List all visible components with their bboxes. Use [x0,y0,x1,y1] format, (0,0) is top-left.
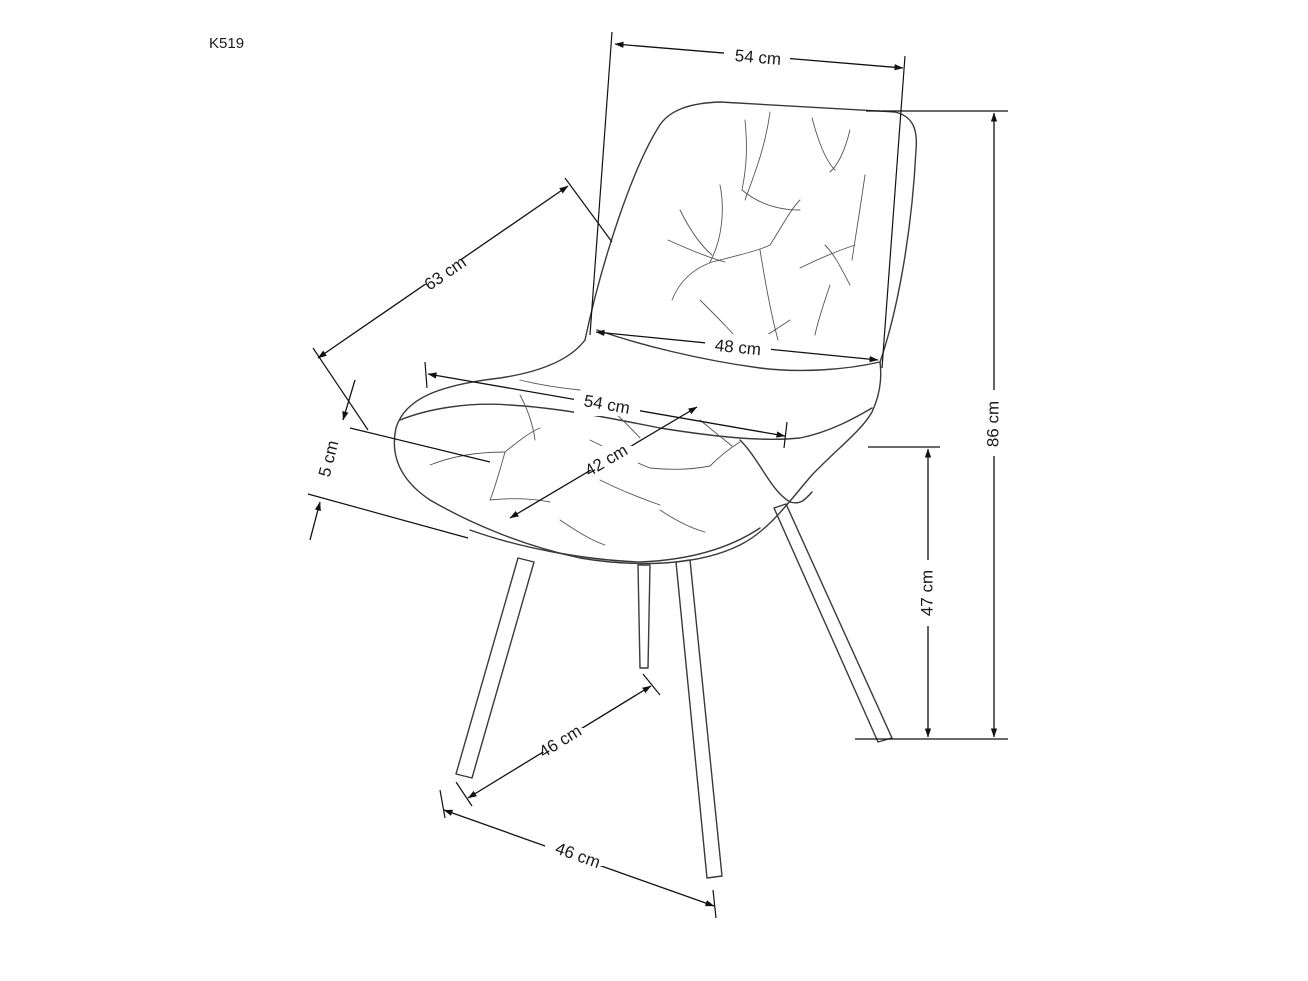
dim-seat-depth: 42 cm [509,406,698,519]
label-top-width: 54 cm [734,46,782,69]
backrest-tufting [667,111,866,349]
dim-leg-depth: 46 cm [455,673,661,807]
leg-back-right [773,503,893,743]
dim-total-height: 86 cm [855,110,1008,740]
leg-front-left [455,557,535,779]
dim-leg-width: 46 cm [439,789,717,919]
dim-back-width: 48 cm [595,329,879,363]
model-code: K519 [209,35,244,52]
dim-top-width: 54 cm [589,31,906,369]
seat-underside [469,527,761,563]
seat-side-edge [739,439,813,504]
dim-overall-depth: 63 cm [312,177,613,431]
label-leg-depth: 46 cm [536,721,585,761]
leg-front-right [675,559,723,879]
label-seat-height: 47 cm [917,570,936,616]
label-seat-thickness: 5 cm [315,438,342,478]
dim-seat-thickness: 5 cm [307,379,491,541]
leg-back-left [637,564,651,669]
label-total-height: 86 cm [983,401,1002,447]
chair-illustration [393,101,918,879]
dim-seat-height: 47 cm [868,446,940,738]
label-back-width: 48 cm [714,336,762,359]
backrest-outline [584,101,918,363]
